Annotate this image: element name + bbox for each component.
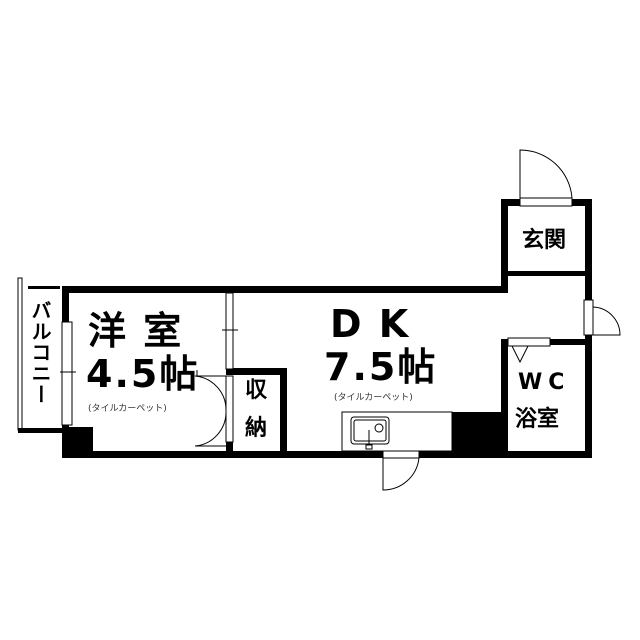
- entrance-label: 玄関: [522, 228, 567, 253]
- dk-size: 7.5帖: [324, 345, 438, 389]
- western-room-floor: (タイルカーペット): [88, 404, 167, 414]
- side-door: [583, 299, 594, 336]
- western-room-name: 洋 室: [88, 309, 184, 353]
- openings: [61, 197, 594, 459]
- sliding-door-partition: [225, 292, 234, 370]
- window-western-room: [61, 321, 73, 426]
- closet-door: [225, 375, 234, 443]
- storage-label-1: 収: [245, 378, 268, 403]
- balcony-label: バルコニー: [28, 300, 52, 405]
- door-swings: [60, 149, 621, 491]
- storage-label-2: 納: [245, 416, 268, 441]
- balcony: [17, 277, 62, 433]
- entrance-door: [519, 197, 573, 207]
- bath-label: 浴室: [515, 407, 560, 432]
- bath-door: [507, 337, 551, 347]
- bath-label-wc: WC: [518, 370, 571, 395]
- entrance-door-swing: [519, 149, 573, 199]
- kitchen-counter: [341, 411, 453, 452]
- dk-name: D K: [330, 302, 411, 346]
- dk-floor: (タイルカーペット): [334, 393, 413, 403]
- western-room-size: 4.5帖: [86, 352, 200, 396]
